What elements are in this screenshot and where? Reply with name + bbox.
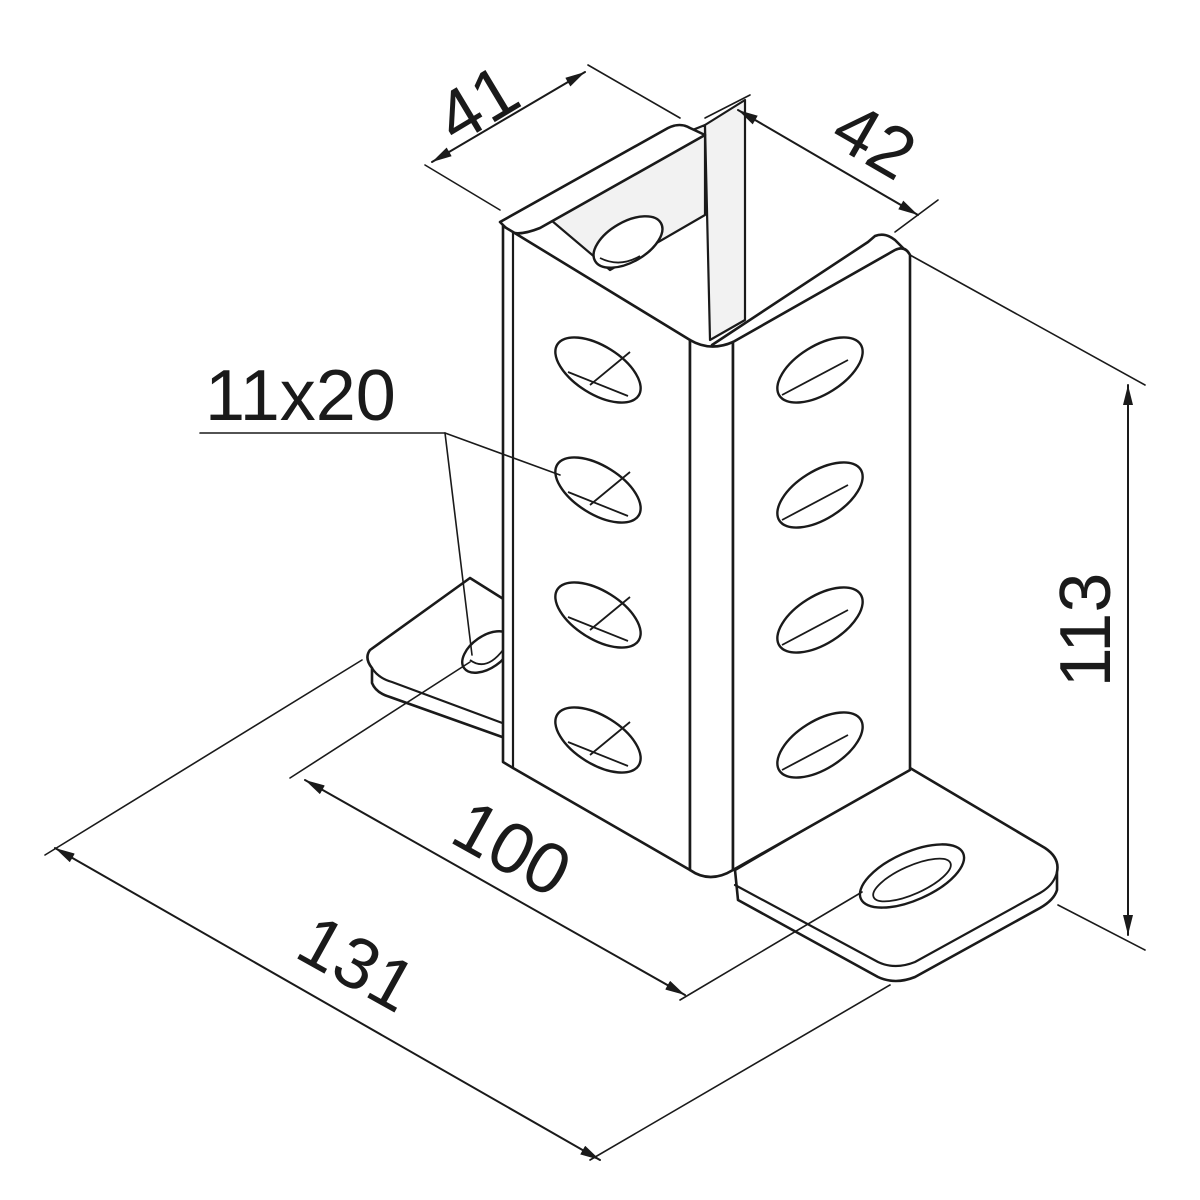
slot <box>776 586 864 654</box>
slot <box>776 461 864 529</box>
slot-size-callout: 11x20 <box>199 356 561 656</box>
left-base-plate <box>366 576 513 740</box>
slot <box>554 706 642 774</box>
base-length-label: 131 <box>285 900 429 1028</box>
right-face-slots <box>776 336 864 779</box>
slot <box>776 336 864 404</box>
dimension-height: 113 <box>909 254 1146 951</box>
right-base-plate <box>733 766 1059 983</box>
left-face-slots <box>554 336 642 774</box>
width-top-label: 42 <box>819 87 928 196</box>
slot <box>554 581 642 649</box>
slot <box>776 711 864 779</box>
slot-size-label: 11x20 <box>205 356 396 436</box>
slot <box>554 336 642 404</box>
slot <box>554 456 642 524</box>
depth-top-label: 41 <box>423 50 533 160</box>
height-label: 113 <box>1046 573 1126 688</box>
upright-channel <box>498 98 912 879</box>
hole-spacing-label: 100 <box>440 785 584 913</box>
